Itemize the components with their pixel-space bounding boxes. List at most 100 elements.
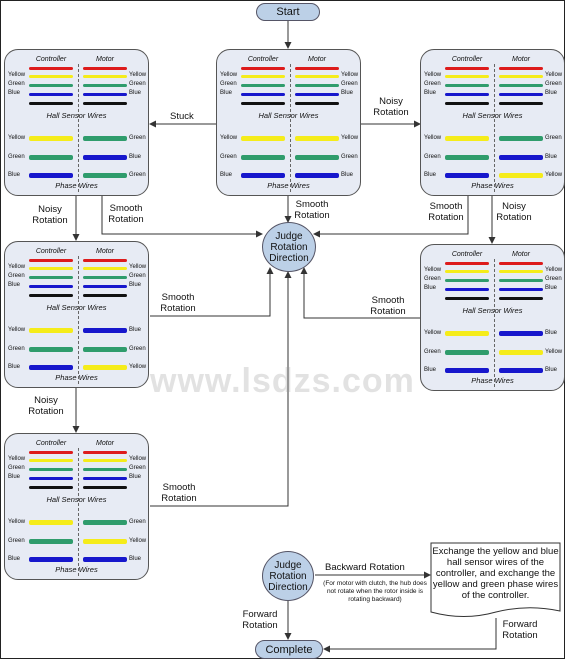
- hall-wire-motor: [499, 297, 543, 300]
- hall-wire-motor: [499, 288, 543, 291]
- phase-wire-motor: [83, 557, 127, 562]
- hall-wire-motor: [83, 75, 127, 78]
- hall-label-controller: Blue: [220, 90, 233, 96]
- judge-node-1: Judge Rotation Direction: [262, 222, 316, 272]
- arrow-right2-smooth: [300, 267, 420, 319]
- center-divider: [78, 64, 79, 192]
- hall-label-controller: Green: [220, 81, 237, 87]
- phase-label-controller: Yellow: [424, 135, 442, 141]
- hall-label-motor: Blue: [341, 90, 354, 96]
- phase-label-controller: Green: [8, 346, 25, 352]
- label-backward-note: (For motor with clutch, the hub does not…: [323, 580, 427, 603]
- controller-header: Controller: [35, 248, 67, 255]
- hall-wire-controller: [445, 84, 489, 87]
- phase-label-motor: Blue: [545, 330, 558, 336]
- hall-wire-controller: [445, 288, 489, 291]
- hall-wire-motor: [83, 276, 127, 279]
- hall-wire-motor: [83, 477, 127, 480]
- phase-wire-controller: [445, 331, 489, 336]
- phase-wire-controller: [29, 328, 73, 333]
- phase-label-motor: Blue: [129, 154, 142, 160]
- label-noisy-top-right: Noisy Rotation: [373, 96, 409, 118]
- label-noisy-right1: Noisy Rotation: [496, 201, 532, 223]
- hall-label-motor: Blue: [129, 282, 142, 288]
- phase-wire-controller: [29, 155, 73, 160]
- phase-label-controller: Yellow: [8, 327, 26, 333]
- phase-label-motor: Green: [341, 154, 358, 160]
- controller-header: Controller: [35, 56, 67, 63]
- label-smooth-right2: Smooth Rotation: [370, 295, 406, 317]
- hall-wire-controller: [445, 67, 489, 70]
- phase-label-motor: Blue: [545, 367, 558, 373]
- controller-header: Controller: [451, 251, 483, 258]
- hall-wire-motor: [83, 451, 127, 454]
- hall-wire-motor: [295, 75, 339, 78]
- phase-label-motor: Green: [129, 172, 146, 178]
- phase-label-motor: Green: [545, 135, 562, 141]
- hall-wire-controller: [241, 102, 285, 105]
- phase-wire-controller: [29, 136, 73, 141]
- phase-label-motor: Blue: [129, 556, 142, 562]
- hall-wire-motor: [499, 270, 543, 273]
- hall-caption: Hall Sensor Wires: [46, 303, 107, 312]
- hall-label-controller: Green: [8, 81, 25, 87]
- hall-label-motor: Yellow: [129, 264, 147, 270]
- phase-label-motor: Yellow: [341, 135, 359, 141]
- center-divider: [78, 448, 79, 576]
- hall-wire-controller: [29, 93, 73, 96]
- hall-caption: Hall Sensor Wires: [46, 111, 107, 120]
- phase-label-controller: Green: [424, 349, 441, 355]
- center-divider: [290, 64, 291, 192]
- motor-header: Motor: [96, 248, 114, 255]
- hall-wire-controller: [29, 468, 73, 471]
- phase-wire-controller: [29, 365, 73, 370]
- motor-header: Motor: [96, 440, 114, 447]
- phase-wire-motor: [499, 350, 543, 355]
- phase-wire-controller: [29, 173, 73, 178]
- phase-wire-controller: [29, 557, 73, 562]
- watermark: www.lsdzs.com: [150, 362, 415, 400]
- judge-node-2: Judge Rotation Direction: [262, 551, 314, 601]
- motor-header: Motor: [308, 56, 326, 63]
- phase-wire-motor: [295, 155, 339, 160]
- phase-wire-motor: [83, 136, 127, 141]
- hall-label-motor: Green: [545, 81, 562, 87]
- phase-label-controller: Green: [8, 538, 25, 544]
- hall-wire-controller: [241, 67, 285, 70]
- phase-wire-controller: [241, 136, 285, 141]
- phase-caption: Phase Wires: [55, 181, 98, 190]
- phase-wire-controller: [29, 520, 73, 525]
- hall-wire-motor: [83, 84, 127, 87]
- hall-caption: Hall Sensor Wires: [258, 111, 319, 120]
- phase-label-controller: Green: [424, 154, 441, 160]
- complete-node: Complete: [255, 640, 323, 659]
- hall-label-motor: Blue: [545, 285, 558, 291]
- hall-label-controller: Green: [8, 465, 25, 471]
- hall-wire-motor: [83, 294, 127, 297]
- phase-label-controller: Blue: [8, 556, 21, 562]
- hall-wire-motor: [83, 459, 127, 462]
- hall-wire-controller: [29, 102, 73, 105]
- hall-label-motor: Green: [129, 273, 146, 279]
- phase-wire-controller: [445, 155, 489, 160]
- hall-label-controller: Blue: [424, 90, 437, 96]
- hall-wire-motor: [83, 486, 127, 489]
- instruction-doc-shape: [430, 542, 561, 617]
- hall-wire-motor: [499, 93, 543, 96]
- arrow-left1-smooth: [101, 196, 263, 238]
- hall-label-motor: Green: [341, 81, 358, 87]
- phase-wire-controller: [445, 350, 489, 355]
- phase-wire-motor: [499, 331, 543, 336]
- phase-wire-motor: [83, 347, 127, 352]
- hall-wire-motor: [83, 267, 127, 270]
- controller-header: Controller: [451, 56, 483, 63]
- hall-label-motor: Blue: [129, 474, 142, 480]
- phase-wire-motor: [499, 155, 543, 160]
- hall-wire-controller: [29, 477, 73, 480]
- hall-label-controller: Yellow: [8, 264, 26, 270]
- hall-wire-controller: [445, 93, 489, 96]
- label-smooth-top: Smooth Rotation: [294, 199, 330, 221]
